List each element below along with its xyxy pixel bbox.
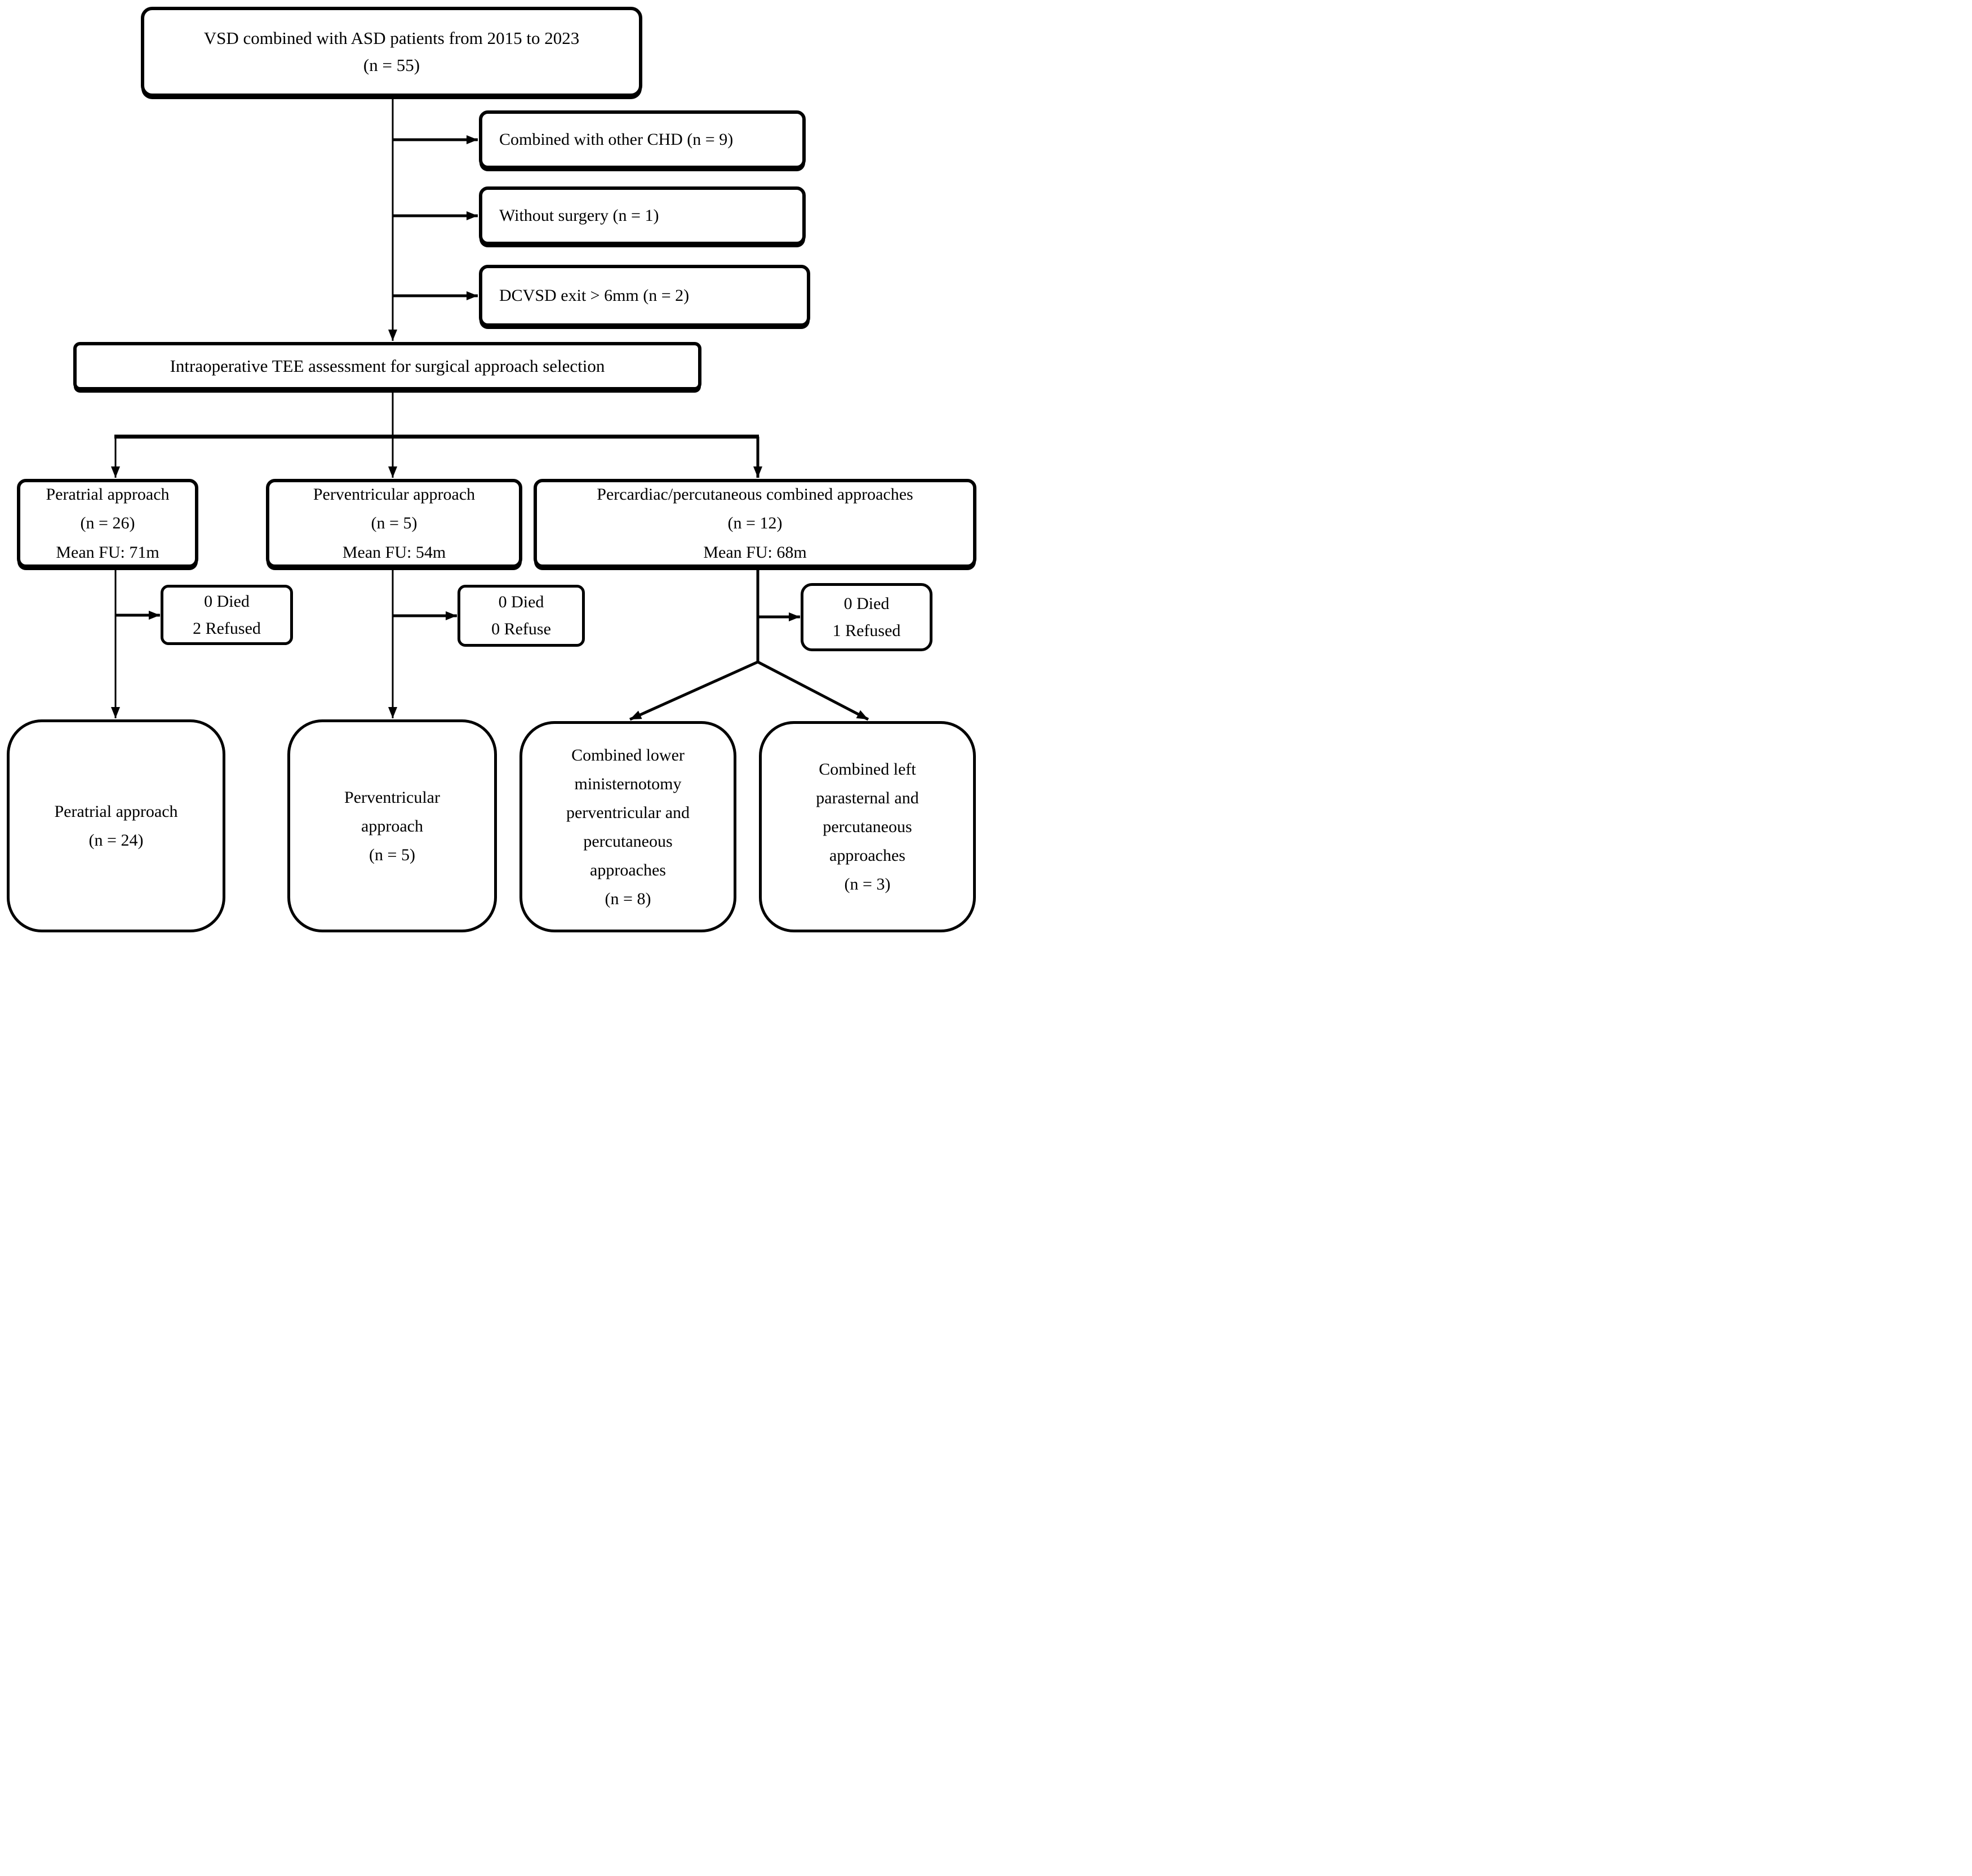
perventricular-final-label: Perventricular approach (n = 5) [344, 788, 440, 864]
ministernotomy-final-box: Combined lower ministernotomy perventric… [519, 721, 736, 932]
perventricular-outcome-label: 0 Died 0 Refuse [491, 593, 551, 638]
perventricular-final-box: Perventricular approach (n = 5) [287, 719, 497, 932]
percardiac-combined-box: Percardiac/percutaneous combined approac… [534, 479, 976, 568]
exclusion-chd-label: Combined with other CHD (n = 9) [499, 130, 734, 149]
perventricular-approach-box: Perventricular approach (n = 5) Mean FU:… [266, 479, 522, 568]
patient-flow-diagram: VSD combined with ASD patients from 2015… [0, 0, 986, 938]
percardiac-outcome-label: 0 Died 1 Refused [832, 594, 901, 640]
connector-fork-right [757, 660, 869, 721]
exclusion-dcvsd-box: DCVSD exit > 6mm (n = 2) [479, 265, 810, 327]
source-label: VSD combined with ASD patients from 2015… [203, 28, 580, 75]
perventricular-approach-label: Perventricular approach (n = 5) Mean FU:… [313, 484, 476, 562]
ministernotomy-final-label: Combined lower ministernotomy perventric… [566, 745, 690, 908]
parasternal-final-box: Combined left parasternal and percutaneo… [759, 721, 976, 932]
connector-fork-left [629, 660, 759, 721]
exclusion-dcvsd-label: DCVSD exit > 6mm (n = 2) [499, 286, 690, 305]
exclusion-chd-box: Combined with other CHD (n = 9) [479, 110, 806, 169]
exclusion-surgery-label: Without surgery (n = 1) [499, 206, 659, 225]
peratrial-approach-box: Peratrial approach (n = 26) Mean FU: 71m [17, 479, 198, 568]
percardiac-outcome-box: 0 Died 1 Refused [801, 583, 932, 651]
peratrial-final-label: Peratrial approach (n = 24) [54, 802, 178, 850]
exclusion-surgery-box: Without surgery (n = 1) [479, 186, 806, 245]
percardiac-combined-label: Percardiac/percutaneous combined approac… [597, 484, 913, 562]
tee-assessment-label: Intraoperative TEE assessment for surgic… [170, 356, 605, 376]
peratrial-approach-label: Peratrial approach (n = 26) Mean FU: 71m [46, 484, 170, 562]
peratrial-outcome-box: 0 Died 2 Refused [161, 585, 293, 645]
peratrial-outcome-label: 0 Died 2 Refused [193, 592, 261, 638]
perventricular-outcome-box: 0 Died 0 Refuse [458, 585, 585, 647]
source-box: VSD combined with ASD patients from 2015… [141, 7, 642, 97]
parasternal-final-label: Combined left parasternal and percutaneo… [816, 760, 919, 893]
peratrial-final-box: Peratrial approach (n = 24) [7, 719, 225, 932]
connector-lines [111, 97, 869, 721]
tee-assessment-box: Intraoperative TEE assessment for surgic… [73, 342, 701, 390]
